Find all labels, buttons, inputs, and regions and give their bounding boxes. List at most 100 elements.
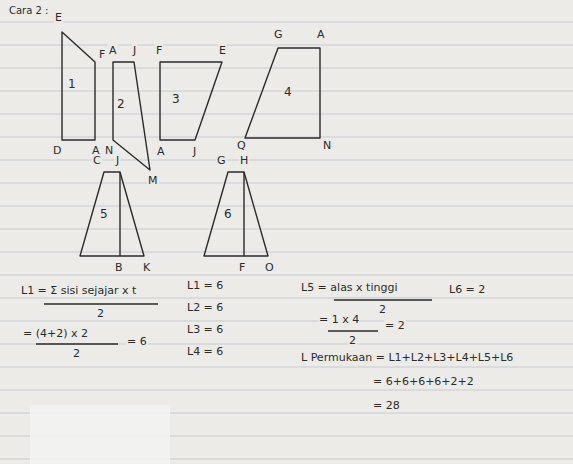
shape-face: 6	[200, 168, 272, 260]
vertex-letter: J	[192, 145, 197, 158]
face-number: 1	[68, 78, 76, 90]
face-number: 4	[284, 86, 292, 98]
label-holder: E	[54, 12, 63, 23]
label-holder: Cara 2 :	[8, 6, 49, 16]
vertex-letter: C	[92, 154, 102, 167]
denominator: 2	[72, 347, 81, 360]
formula: L5 = alas x tinggi	[300, 281, 398, 294]
vertex-letter: Q	[236, 139, 247, 152]
face-number: 5	[100, 208, 108, 220]
label-holder: K	[142, 262, 151, 273]
vertex-letter: A	[156, 145, 166, 158]
label-holder: A	[156, 146, 166, 157]
vertex-letter: O	[264, 261, 275, 274]
vertex-letter: B	[114, 261, 124, 274]
label-holder: L1 = Σ sisi sejajar x t	[20, 285, 137, 296]
shape-outline	[76, 168, 148, 260]
label-holder: 2	[378, 304, 387, 315]
heading: Cara 2 :	[8, 5, 49, 16]
label-holder: H	[239, 155, 249, 166]
vertex-letter: F	[155, 44, 163, 57]
vertex-letter: J	[115, 154, 120, 167]
label-holder: A	[316, 29, 326, 40]
label-holder: L1 = 6	[186, 280, 224, 291]
label-holder: = 1 x 4	[318, 314, 360, 325]
vertex-letter: N	[104, 144, 114, 157]
label-holder: B	[114, 262, 124, 273]
vertex-letter: J	[132, 44, 137, 57]
label-holder: 2	[348, 335, 357, 346]
result: L1 = 6	[186, 279, 224, 292]
vertex-letter: A	[108, 44, 118, 57]
formula: = 6+6+6+6+2+2	[372, 375, 475, 388]
vertex-letter: N	[322, 139, 332, 152]
vertex-letter: K	[142, 261, 151, 274]
label-holder: F	[155, 45, 163, 56]
vertex-letter: E	[54, 11, 63, 24]
vertex-letter: E	[218, 44, 227, 57]
shape-outline	[156, 58, 226, 144]
label-holder: = 6	[126, 336, 148, 347]
result: L6 = 2	[448, 283, 486, 296]
vertex-letter: G	[216, 154, 227, 167]
label-holder: A	[108, 45, 118, 56]
result: L4 = 6	[186, 345, 224, 358]
label-holder: L4 = 6	[186, 346, 224, 357]
label-holder: G	[273, 29, 284, 40]
denominator: 2	[378, 303, 387, 316]
label-holder: Q	[236, 140, 247, 151]
label-holder: J	[115, 155, 120, 166]
result: = 28	[372, 399, 401, 412]
label-holder: O	[264, 262, 275, 273]
label-holder: L Permukaan = L1+L2+L3+L4+L5+L6	[300, 352, 514, 363]
label-holder: L6 = 2	[448, 284, 486, 295]
label-holder: E	[218, 45, 227, 56]
shape-outline	[240, 44, 326, 142]
label-holder: J	[192, 146, 197, 157]
shape-face: 5	[76, 168, 148, 260]
label-holder: = 2	[384, 320, 406, 331]
formula: L Permukaan = L1+L2+L3+L4+L5+L6	[300, 351, 514, 364]
shape-face: 1	[58, 28, 100, 144]
face-number: 6	[224, 208, 232, 220]
label-holder: N	[322, 140, 332, 151]
label-holder: L5 = alas x tinggi	[300, 282, 398, 293]
result: L2 = 6	[186, 301, 224, 314]
label-holder: L2 = 6	[186, 302, 224, 313]
result: L3 = 6	[186, 323, 224, 336]
face-number: 3	[172, 93, 180, 105]
label-holder: F	[238, 262, 246, 273]
vertex-letter: H	[239, 154, 249, 167]
face-number: 2	[117, 98, 125, 110]
vertex-letter: G	[273, 28, 284, 41]
shape-face: 4	[240, 44, 326, 142]
label-holder: F	[98, 49, 106, 60]
denominator: 2	[348, 334, 357, 347]
formula: = (4+2) x 2	[22, 327, 89, 340]
vertex-letter: F	[98, 48, 106, 61]
label-holder: 2	[72, 348, 81, 359]
result: = 2	[384, 319, 406, 332]
shape-face: 3	[156, 58, 226, 144]
label-holder: L3 = 6	[186, 324, 224, 335]
label-holder: C	[92, 155, 102, 166]
label-holder: N	[104, 145, 114, 156]
result: = 6	[126, 335, 148, 348]
label-holder: D	[52, 145, 62, 156]
vertex-letter: D	[52, 144, 62, 157]
label-holder: G	[216, 155, 227, 166]
shape-outline	[200, 168, 272, 260]
shape-outline	[58, 28, 100, 144]
vertex-letter: M	[147, 174, 159, 187]
denominator: 2	[96, 307, 105, 320]
label-holder: J	[132, 45, 137, 56]
vertex-letter: A	[316, 28, 326, 41]
label-holder: M	[147, 175, 159, 186]
vertex-letter: F	[238, 261, 246, 274]
formula: = 1 x 4	[318, 313, 360, 326]
label-holder: = 28	[372, 400, 401, 411]
label-holder: 2	[96, 308, 105, 319]
label-holder: = (4+2) x 2	[22, 328, 89, 339]
